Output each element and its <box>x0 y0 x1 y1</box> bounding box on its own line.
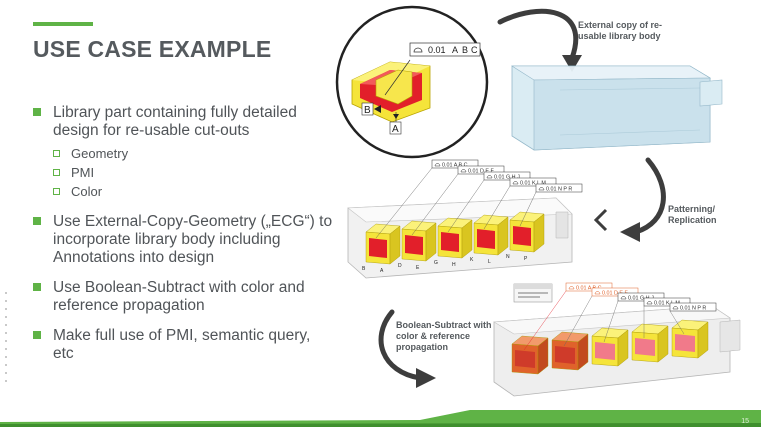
cutout-block <box>551 331 589 371</box>
gdt-frame: 0.01 A B C <box>409 42 481 57</box>
sub-bullet: Color <box>53 183 333 201</box>
pmi-tag: 0.01 D E F <box>591 287 639 296</box>
page-number: 15 <box>741 418 749 425</box>
datum-letter: B <box>362 266 366 272</box>
cutout-block <box>473 214 509 256</box>
bullet-text: Use Boolean-Subtract with color and refe… <box>53 279 305 314</box>
gdt-tolerance: 0.01 <box>428 45 446 55</box>
cutout-block <box>437 217 473 259</box>
svg-text:0.01 N P R: 0.01 N P R <box>680 305 706 311</box>
bullet-item: Library part containing fully detailed d… <box>33 104 333 201</box>
edge-dots <box>5 292 7 388</box>
caption-patterning: Patterning/ Replication <box>668 204 717 225</box>
profile-symbol-icon <box>413 47 423 53</box>
bullet-text: Make full use of PMI, semantic query, et… <box>53 327 311 362</box>
caption-external-copy: External copy of re-usable library body <box>578 20 663 41</box>
datum-letter: L <box>488 259 491 265</box>
cutout-block <box>401 220 437 262</box>
title-accent-line <box>33 22 93 26</box>
svg-text:0.01 D E F: 0.01 D E F <box>602 290 628 296</box>
pmi-tag: 0.01 N P R <box>535 183 583 192</box>
bullet-text: Library part containing fully detailed d… <box>53 104 297 139</box>
external-copy-body <box>510 65 723 151</box>
pmi-tag: 0.01 D E F <box>457 165 505 174</box>
patterning-chevron-icon <box>593 208 608 232</box>
datum-letter: D <box>398 263 402 269</box>
datum-letter: H <box>452 262 456 268</box>
boolean-result-part: 0.01 A B C0.01 D E F0.01 G H J0.01 K L M… <box>493 282 741 397</box>
svg-text:0.01 K L M: 0.01 K L M <box>654 300 680 306</box>
svg-text:0.01 G H J: 0.01 G H J <box>494 174 520 180</box>
boolean-arrow-icon <box>378 309 423 381</box>
gdt-ref-c: C <box>471 45 478 55</box>
gdt-ref-b: B <box>462 45 468 55</box>
bullet-marker-icon <box>33 283 41 291</box>
datum-triangle-icon <box>393 114 399 119</box>
datum-b-label: B <box>364 105 371 116</box>
pmi-tag: 0.01 N P R <box>669 302 717 311</box>
cutout-block <box>365 223 401 265</box>
sub-bullet: PMI <box>53 164 333 182</box>
bullet-marker-icon <box>33 331 41 339</box>
external-copy-arrow-icon <box>497 8 579 61</box>
pmi-tag: 0.01 K L M <box>643 297 691 306</box>
svg-text:0.01 D E F: 0.01 D E F <box>468 168 494 174</box>
sub-bullet-marker-icon <box>53 169 60 176</box>
sub-bullet-marker-icon <box>53 150 60 157</box>
pmi-tag: 0.01 K L M <box>509 177 557 186</box>
datum-letter: K <box>470 257 474 263</box>
bullet-list: Library part containing fully detailed d… <box>33 104 333 373</box>
datum-letter: E <box>416 265 420 271</box>
library-part-callout: 0.01 A B C B A <box>335 5 489 159</box>
pmi-tag: 0.01 G H J <box>483 171 531 180</box>
pmi-tag: 0.01 A B C <box>565 282 613 291</box>
bullet-item: Use Boolean-Subtract with color and refe… <box>33 279 333 315</box>
bullet-text: Use External-Copy-Geometry („ECG“) to in… <box>53 213 333 266</box>
bullet-marker-icon <box>33 108 41 116</box>
svg-text:0.01 N P R: 0.01 N P R <box>546 186 572 192</box>
cutout-block <box>671 319 709 359</box>
sub-bullet-text: Color <box>71 184 103 199</box>
pmi-tag: 0.01 G H J <box>617 292 665 301</box>
datum-letter: A <box>380 268 384 274</box>
bullet-item: Use External-Copy-Geometry („ECG“) to in… <box>33 213 333 267</box>
footer-bar <box>0 410 761 427</box>
svg-text:0.01 G H J: 0.01 G H J <box>628 295 654 301</box>
cutout-block <box>511 335 549 375</box>
svg-text:0.01 K L M: 0.01 K L M <box>520 180 546 186</box>
sub-bullet-text: PMI <box>71 165 95 180</box>
sub-bullet: Geometry <box>53 145 333 163</box>
svg-text:0.01 A B C: 0.01 A B C <box>576 285 602 291</box>
patterned-part: 0.01 A B C B A 0.01 D E F D E 0.01 G H J G H 0.01… <box>347 159 583 279</box>
slide-title: USE CASE EXAMPLE <box>33 36 272 62</box>
pmi-tag: 0.01 A B C <box>431 159 479 168</box>
bullet-item: Make full use of PMI, semantic query, et… <box>33 327 333 363</box>
datum-triangle-icon <box>374 105 381 113</box>
gdt-ref-a: A <box>452 45 458 55</box>
sub-bullet-marker-icon <box>53 188 60 195</box>
cutout-block <box>591 327 629 367</box>
patterning-arrow-icon <box>633 157 666 235</box>
datum-letter: N <box>506 254 510 260</box>
datum-letter: G <box>434 260 438 266</box>
cutout-block <box>631 323 669 363</box>
sub-bullet-text: Geometry <box>71 146 129 161</box>
svg-text:0.01 A B C: 0.01 A B C <box>442 162 468 168</box>
datum-letter: P <box>524 256 528 262</box>
datum-a-label: A <box>392 124 399 135</box>
caption-boolean: Boolean-Subtract with color & reference … <box>396 320 492 352</box>
cutout-block <box>509 211 545 253</box>
bullet-marker-icon <box>33 217 41 225</box>
